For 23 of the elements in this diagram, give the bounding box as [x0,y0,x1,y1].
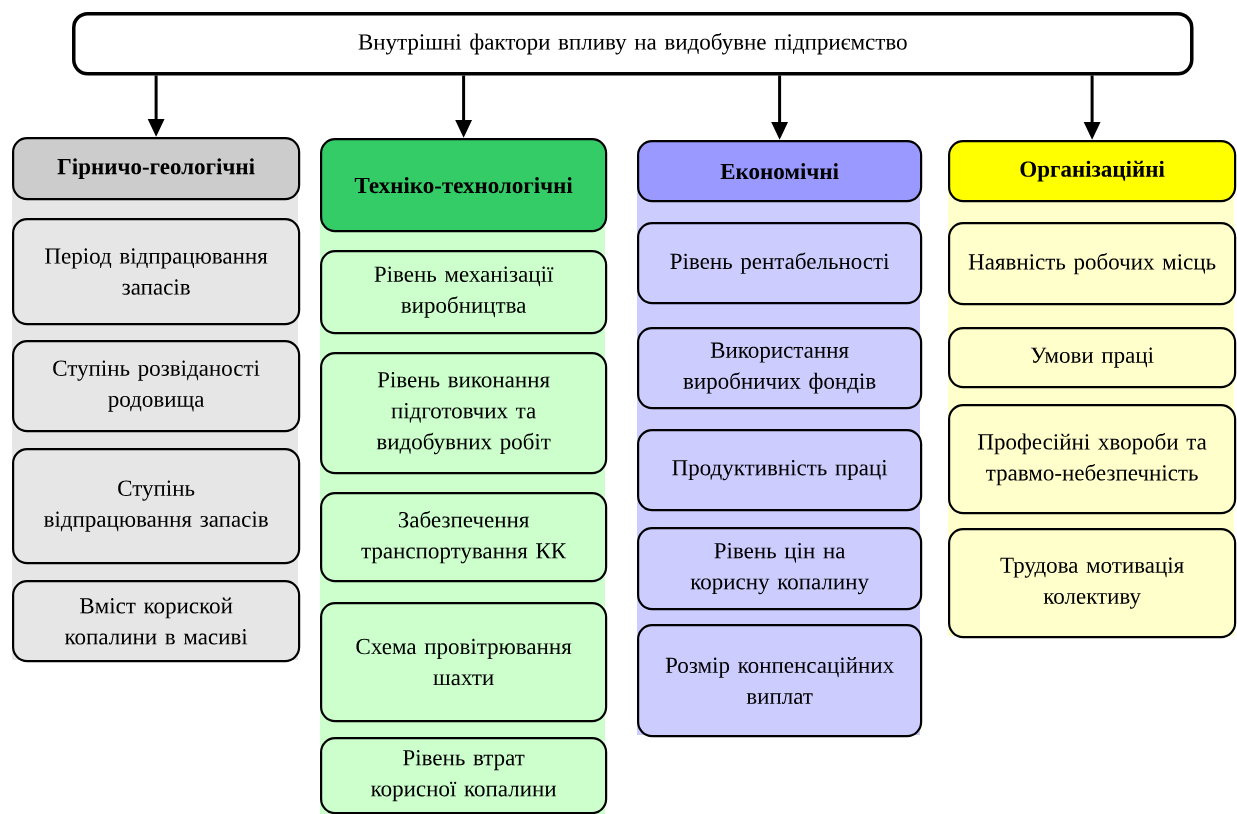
factor-box: Продуктивність праці [637,429,923,512]
factor-box: Розмір конпенсаційних виплат [637,624,923,738]
factor-box: Наявність робочих місць [948,222,1237,306]
factor-box: Рівень рентабельності [637,222,923,305]
factor-box: Рівень механізації виробництва [320,250,608,335]
factor-box: Схема провітрювання шахти [320,602,608,723]
factor-box: Рівень виконання підготовчих та видобувних робіт [320,352,608,475]
factor-box: Ступінь розвіданості родовища [12,340,301,433]
factor-box: Трудова мотивація колективу [948,528,1237,639]
category-header: Організаційні [948,140,1237,203]
factor-box: Професійні хвороби та травмо-небезпечність [948,404,1237,515]
category-header: Техніко-технологічні [320,138,608,233]
factor-box: Рівень цін на корисну копалину [637,527,923,611]
factor-box: Умови праці [948,327,1237,389]
factor-box: Вміст кориской копалини в масиві [12,580,301,663]
factor-box: Забезпечення транспортування КК [320,492,608,583]
factor-box: Ступінь відпрацювання запасів [12,448,301,565]
factor-box: Використання виробничих фондів [637,327,923,410]
factor-box: Період відпрацювання запасів [12,218,301,326]
title-box: Внутрішні фактори впливу на видобувне підприємство [72,12,1194,76]
factor-box: Рівень втрат корисної копалини [320,737,608,814]
category-header: Економічні [637,140,923,203]
category-header: Гірничо-геологічні [12,137,301,201]
